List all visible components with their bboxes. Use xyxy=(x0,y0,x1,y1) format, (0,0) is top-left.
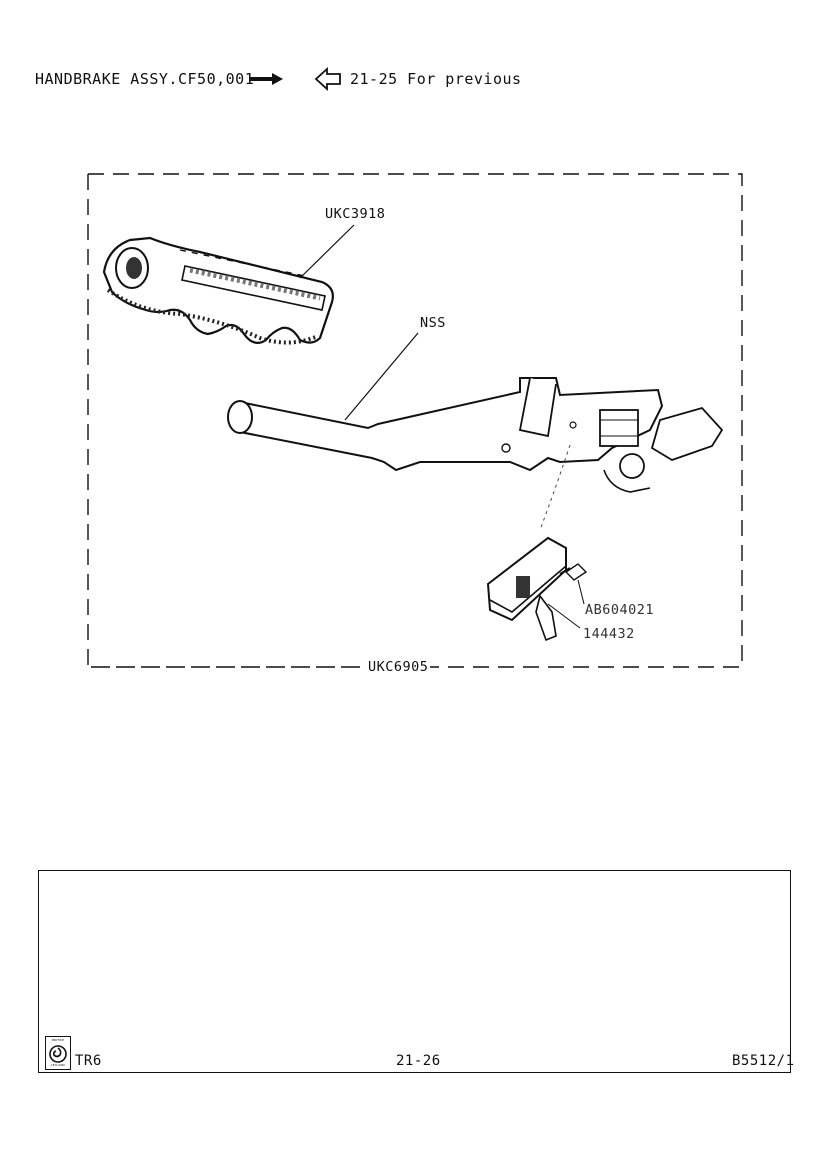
grip-part xyxy=(102,236,334,345)
footer-frame xyxy=(38,870,791,1073)
header-commission: CF50,001 xyxy=(178,70,255,88)
lever-part xyxy=(227,377,724,493)
switch-part xyxy=(486,536,588,642)
assembly-boundary xyxy=(88,173,743,668)
footer-reference: B5512/1 xyxy=(732,1053,795,1069)
footer-model: TR6 xyxy=(75,1053,102,1069)
arrow-left-outline-icon[interactable] xyxy=(314,67,342,91)
logo-top-text: BRITISH xyxy=(52,1038,64,1042)
previous-page-link[interactable]: 21-25 For previous xyxy=(350,70,522,88)
callout-screw: AB604021 xyxy=(585,602,655,618)
footer-page-number: 21-26 xyxy=(396,1053,441,1069)
callout-lever: NSS xyxy=(420,315,446,331)
logo-bottom-text: LEYLAND xyxy=(51,1063,65,1067)
callout-grip: UKC3918 xyxy=(325,206,386,222)
arrow-right-icon xyxy=(250,73,283,85)
callout-assembly: UKC6905 xyxy=(366,659,431,675)
leyland-emblem-icon xyxy=(49,1045,67,1063)
header-title: HANDBRAKE ASSY. xyxy=(35,70,178,88)
callout-switch: 144432 xyxy=(583,626,635,642)
british-leyland-logo: BRITISH LEYLAND xyxy=(45,1036,71,1070)
